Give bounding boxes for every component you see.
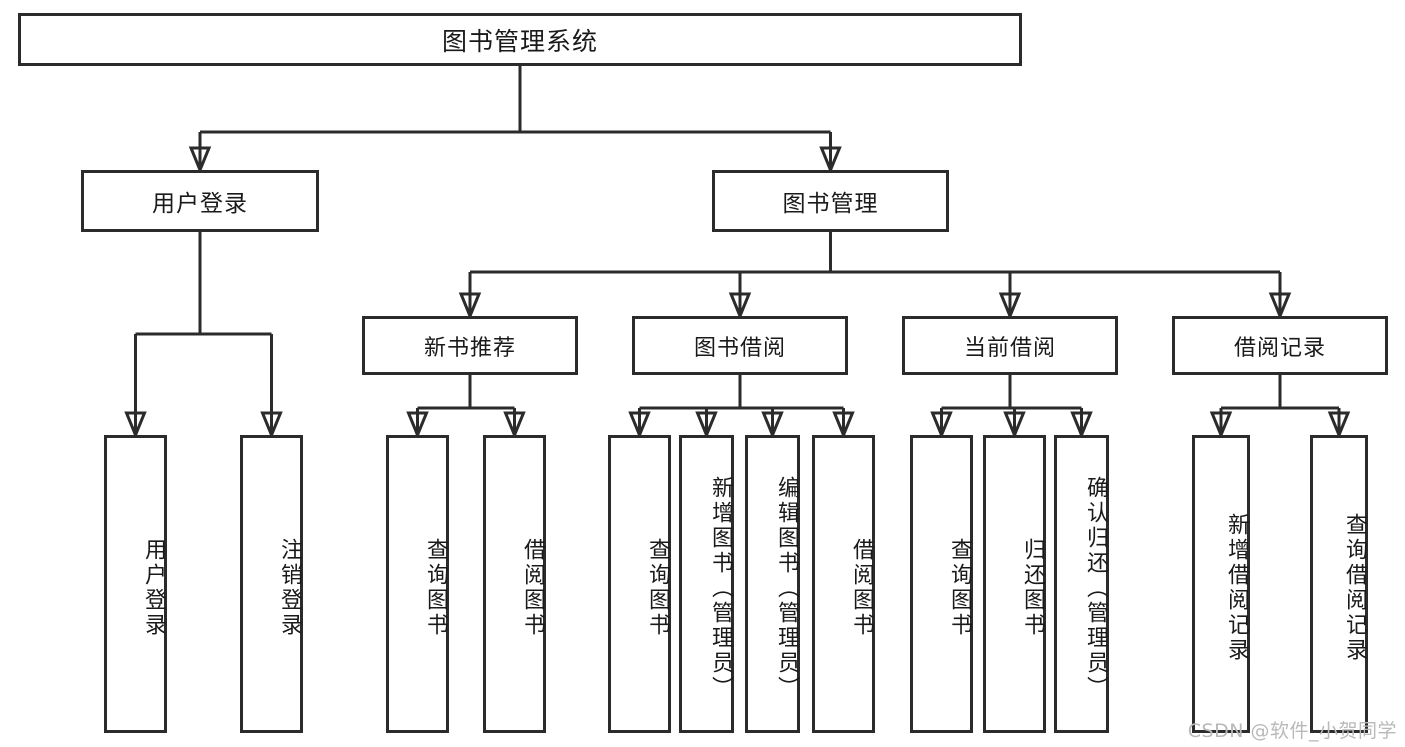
watermark: CSDN @软件_小贺同学 [1187, 720, 1397, 742]
node-label: 注销登录 [277, 538, 302, 638]
leaf-confirm-return-admin[interactable]: 确认归还（管理员） [1054, 435, 1109, 733]
node-book-management[interactable]: 图书管理 [712, 170, 949, 232]
leaf-add-borrow-record[interactable]: 新增借阅记录 [1192, 435, 1250, 733]
node-label: 用户登录 [141, 538, 166, 638]
node-label: 查询借阅记录 [1342, 513, 1367, 663]
leaf-query-book-borrow[interactable]: 查询图书 [608, 435, 671, 733]
leaf-edit-book-admin[interactable]: 编辑图书（管理员） [745, 435, 800, 733]
node-label: 查询图书 [645, 538, 670, 638]
node-label: 图书管理系统 [441, 26, 598, 56]
node-label: 图书借阅 [693, 335, 786, 361]
node-label: 当前借阅 [963, 335, 1056, 361]
node-label: 图书管理 [782, 191, 879, 217]
node-label: 新增图书（管理员） [708, 475, 733, 701]
node-label: 查询图书 [947, 538, 972, 638]
leaf-add-book-admin[interactable]: 新增图书（管理员） [679, 435, 734, 733]
node-current-borrow[interactable]: 当前借阅 [902, 316, 1118, 375]
node-label: 用户登录 [152, 191, 248, 217]
node-label: 查询图书 [423, 538, 448, 638]
leaf-query-book-current[interactable]: 查询图书 [910, 435, 973, 733]
leaf-borrow-book-rec[interactable]: 借阅图书 [483, 435, 546, 733]
node-book-borrow[interactable]: 图书借阅 [632, 316, 848, 375]
node-user-login[interactable]: 用户登录 [81, 170, 319, 232]
leaf-query-borrow-record[interactable]: 查询借阅记录 [1310, 435, 1368, 733]
leaf-return-book[interactable]: 归还图书 [983, 435, 1046, 733]
node-label: 借阅记录 [1233, 335, 1326, 361]
node-label: 借阅图书 [520, 538, 545, 638]
node-borrow-record[interactable]: 借阅记录 [1172, 316, 1388, 375]
node-label: 确认归还（管理员） [1083, 475, 1108, 701]
node-label: 借阅图书 [849, 538, 874, 638]
leaf-user-login[interactable]: 用户登录 [104, 435, 167, 733]
node-label: 编辑图书（管理员） [774, 475, 799, 701]
node-label: 新书推荐 [423, 335, 516, 361]
leaf-query-book-rec[interactable]: 查询图书 [386, 435, 449, 733]
node-root[interactable]: 图书管理系统 [18, 13, 1022, 66]
node-label: 归还图书 [1020, 538, 1045, 638]
leaf-borrow-book[interactable]: 借阅图书 [812, 435, 875, 733]
node-label: 新增借阅记录 [1224, 513, 1249, 663]
leaf-logout[interactable]: 注销登录 [240, 435, 303, 733]
node-new-book-recommend[interactable]: 新书推荐 [362, 316, 578, 375]
